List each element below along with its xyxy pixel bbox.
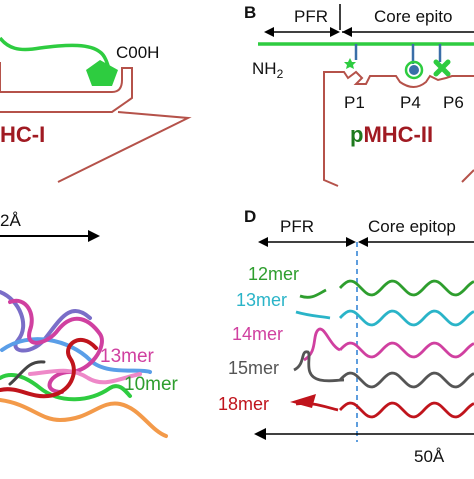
anchor-pocket-pentagon (86, 60, 118, 86)
anchor-p4-ball (409, 65, 419, 75)
ribbon-red (0, 338, 98, 399)
mhc-ii-outline-right (461, 169, 474, 183)
mhc-i-peptide (0, 36, 114, 79)
nh2-label-main: NH (252, 59, 277, 78)
mhc-ii-label: pMHC-II (350, 122, 433, 147)
core-left-arrowhead-b (342, 27, 352, 37)
peptide-label-15mer: 15mer (228, 358, 279, 378)
core-left-arrowhead-d (358, 237, 368, 247)
peptide-trace-13mer (295, 309, 474, 327)
mhc-ii-label-p: p (350, 122, 363, 147)
18mer-ribbon-head (290, 394, 316, 408)
pocket-label-p6: P6 (443, 93, 464, 112)
mhc-ii-outline-tail (323, 146, 339, 187)
distance-arrowhead-a (88, 230, 100, 242)
ribbon-dark (8, 360, 46, 386)
peptide-label-18mer: 18mer (218, 394, 269, 414)
core-epitope-label-d: Core epitop (368, 217, 456, 236)
peptide-trace-18mer (295, 401, 474, 419)
ribbon-13mer (28, 368, 142, 385)
nh2-label-sub: 2 (277, 67, 284, 81)
anchor-p4-ring (404, 60, 424, 80)
ribbon-orange (0, 398, 168, 438)
distance-label-a: 2Å (0, 211, 21, 230)
anchor-p6-cross (433, 59, 451, 77)
mhc-ii-groove-outline (323, 70, 474, 146)
ribbon-10mer (0, 373, 132, 402)
mhc-i-groove-outline (0, 62, 192, 183)
mhc-ii-label-rest: MHC-II (363, 122, 433, 147)
peptide-label-14mer: 14mer (232, 324, 283, 344)
pocket-label-p1: P1 (344, 93, 365, 112)
pocket-label-p4: P4 (400, 93, 421, 112)
peptide-label-12mer: 12mer (248, 264, 299, 284)
pfr-right-arrowhead-b (330, 27, 340, 37)
pfr-right-arrowhead-d (346, 237, 356, 247)
label-13mer-c: 13mer (100, 346, 155, 367)
peptide-trace-14mer (303, 327, 474, 362)
pfr-left-arrowhead-b (264, 27, 274, 37)
peptide-trace-12mer (299, 279, 474, 299)
panel-c: 13mer 10mer (0, 290, 179, 438)
peptide-label-13mer: 13mer (236, 290, 287, 310)
distance-arrowhead-d (254, 428, 266, 440)
distance-label-d: 50Å (414, 447, 445, 466)
panel-a: C00H HC-I 2Å (0, 36, 192, 242)
core-epitope-label-b: Core epito (374, 7, 452, 26)
ribbon-blue (0, 337, 152, 374)
peptide-labels: 12mer 13mer 14mer 15mer 18mer (218, 264, 299, 414)
peptide-traces (293, 279, 474, 419)
mhc-i-label: HC-I (0, 122, 45, 147)
cooh-label: C00H (116, 43, 159, 62)
ribbon-pink (8, 298, 104, 394)
nh2-label: NH2 (252, 59, 284, 81)
pfr-label-d: PFR (280, 217, 314, 236)
peptide-trace-15mer (293, 350, 474, 389)
anchor-p1-star (344, 58, 356, 69)
ribbon-purple (0, 290, 92, 353)
pfr-left-arrowhead-d (258, 237, 268, 247)
panel-d-letter: D (244, 207, 256, 226)
pfr-label-b: PFR (294, 7, 328, 26)
panel-b: B PFR Core epito NH2 P1 P4 P6 pMHC-II (244, 3, 474, 187)
label-10mer-c: 10mer (124, 374, 179, 395)
panel-b-letter: B (244, 3, 256, 22)
panel-d: D PFR Core epitop 12mer 13mer 14mer 15mer 18… (218, 207, 474, 466)
